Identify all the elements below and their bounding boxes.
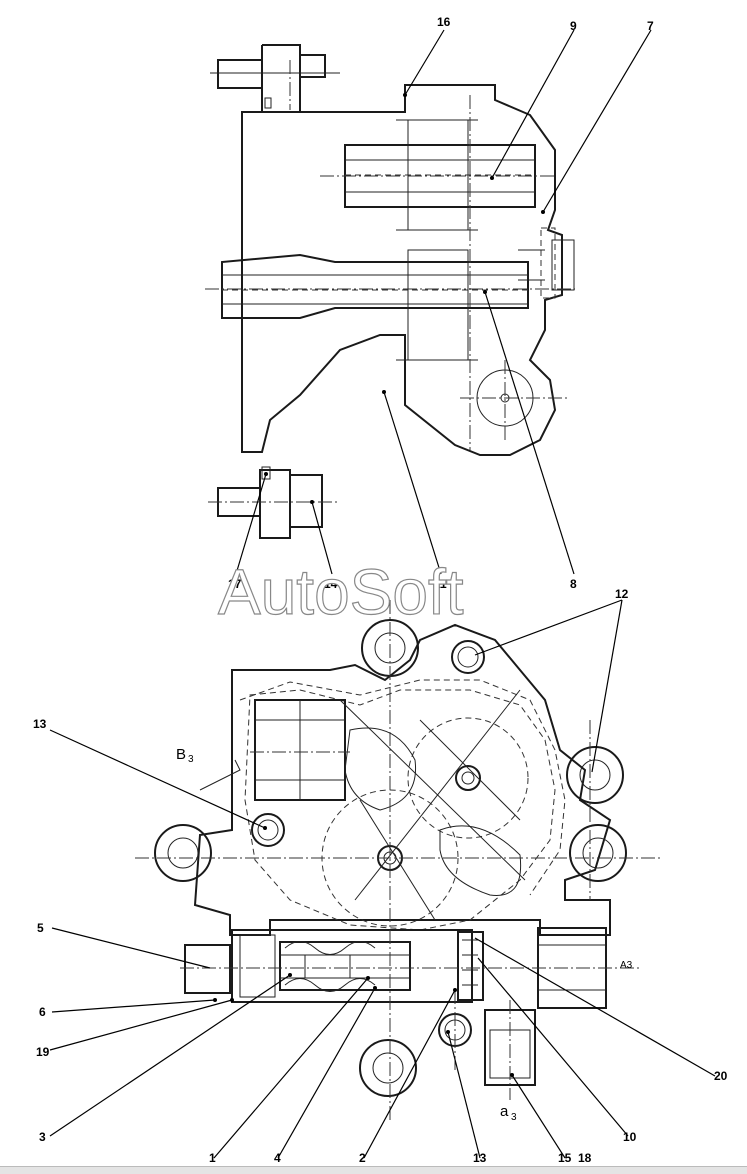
callout-1: 1 [209, 1151, 216, 1165]
port-markings: B 3 A3 a 3 [176, 746, 633, 1123]
callout-8: 8 [570, 577, 577, 591]
leader-lines [49, 29, 716, 1159]
callout-5: 5 [37, 921, 44, 935]
port-a3-small-subscript: 3 [511, 1112, 517, 1123]
callout-9: 9 [570, 19, 577, 33]
callout-20: 20 [714, 1069, 728, 1083]
callout-7: 7 [647, 19, 654, 33]
callout-11: 11 [434, 577, 447, 591]
side-section-view [205, 44, 575, 539]
callout-19: 19 [36, 1045, 50, 1059]
plan-view [135, 600, 660, 1120]
callout-4: 4 [274, 1151, 281, 1165]
port-a3-label: A3 [620, 960, 633, 971]
callout-13-upper: 13 [33, 717, 47, 731]
watermark: AutoSoft [218, 556, 464, 628]
callout-15: 15 [558, 1151, 572, 1165]
callout-2: 2 [359, 1151, 366, 1165]
callout-12: 12 [615, 587, 629, 601]
callout-16: 16 [437, 15, 451, 29]
page-bottom-strip [0, 1166, 747, 1174]
callout-10: 10 [623, 1130, 637, 1144]
callout-6: 6 [39, 1005, 46, 1019]
callout-14: 14 [324, 577, 338, 591]
callout-18: 18 [578, 1151, 592, 1165]
callout-13-lower: 13 [473, 1151, 487, 1165]
callout-17: 17 [228, 577, 242, 591]
port-a3-small-label: a [500, 1103, 509, 1120]
callout-labels: 16 9 7 17 14 11 8 12 13 5 6 19 3 1 4 2 1… [33, 15, 728, 1165]
port-b3-subscript: 3 [188, 754, 194, 765]
callout-3: 3 [39, 1130, 46, 1144]
port-b3-label: B [176, 746, 186, 763]
